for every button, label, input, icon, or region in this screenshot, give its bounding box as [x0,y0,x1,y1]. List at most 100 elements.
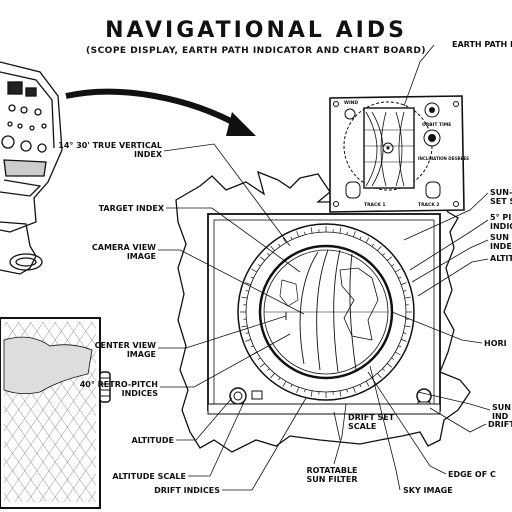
label-line: DRIFT [488,420,512,429]
bezel-tick [371,243,374,247]
bezel-tick [346,389,348,393]
label-sun-index: SUN IINDE [490,233,512,251]
bezel-tick [304,231,306,235]
bezel-tick [353,387,356,393]
label-line: DRIFT INDICES [154,486,220,495]
bezel-tick [403,290,407,292]
bezel-tick [404,325,411,328]
label-altitude-right: ALTIT [490,254,512,263]
label-line: ROTATABLE [306,466,357,475]
label-line: IMAGE [127,252,156,261]
bezel-tick [395,351,401,356]
bezel-tick [346,231,348,235]
bezel-tick [296,387,299,393]
chart-board [0,317,111,509]
bezel-tick [250,345,254,348]
bezel-tick [359,384,362,388]
label-line: SKY IMAGE [403,486,453,495]
bezel-tick [365,237,370,243]
bezel-tick [245,332,249,334]
track2-label: TRACK 2 [418,202,440,208]
label-pitch-indicator: 5° PIINDIC [490,213,512,231]
bezel-tick [241,296,248,299]
bezel-tick [377,373,382,379]
label-edge-of: EDGE OF C [448,470,496,479]
bezel-tick [353,231,356,237]
bezel-tick [296,231,299,237]
bezel-tick [270,245,275,251]
bezel-tick [267,253,270,256]
label-line: EARTH PATH IN [452,40,512,49]
bezel-tick [382,253,385,256]
bezel-tick [401,339,407,342]
label-line: INDIC [490,222,512,231]
label-line: SUN FILTER [306,475,357,484]
label-line: INDEX [134,150,163,159]
bezel-tick [403,332,407,334]
bezel-tick [339,390,342,397]
label-sky-image: SKY IMAGE [403,486,453,495]
bezel-tick [259,256,265,261]
label-line: HORI [484,339,507,348]
inclination-label: INCLINATION DEGREES [418,156,469,161]
scope-display [207,213,441,415]
bezel-tick [251,268,257,273]
bezel-tick [398,276,402,279]
diagram-subtitle: (SCOPE DISPLAY, EARTH PATH INDICATOR AND… [85,46,426,56]
label-line: CAMERA VIEW [92,243,156,252]
drift-knob [416,388,432,404]
bezel-tick [310,390,313,397]
label-line: ALTITUDE SCALE [112,472,186,481]
bezel-tick [257,264,261,267]
bezel-tick [398,345,402,348]
label-drift: DRIFT [488,420,512,429]
bezel-tick [245,339,251,342]
bezel-tick [241,325,248,328]
bezel-tick [245,282,251,285]
bezel-tick [304,389,306,393]
bezel-tick [245,290,249,292]
label-horizon: HORI [484,339,507,348]
label-line: IND [492,412,509,421]
bezel-tick [290,236,293,240]
label-line: SET S [490,197,512,206]
bezel-tick [365,381,370,387]
label-line: INDICES [122,389,159,398]
label-line: DRIFT SET [348,413,395,422]
label-line: ALTIT [490,254,512,263]
capsule-console-drawing [0,61,63,275]
label-line: INDE [490,242,512,251]
wind-label: WIND [344,100,358,106]
bezel-tick [257,357,261,360]
bezel-tick [339,227,342,234]
bezel-tick [310,227,313,234]
right-labels: EARTH PATH INSUN-SET S5° PIINDICSUN IIND… [448,40,512,479]
label-line: CENTER VIEW [95,341,157,350]
bezel-tick [270,373,275,379]
label-line: IMAGE [127,350,156,359]
bezel-tick [259,363,265,368]
label-line: SUN [492,403,511,412]
bezel-tick [282,381,287,387]
bezel-tick [404,296,411,299]
label-line: SUN- [490,188,512,197]
bezel-tick [387,363,393,368]
label-line: ALTITUDE [132,436,174,445]
label-line: 5° PI [490,213,511,222]
label-line: SCALE [348,422,376,431]
pointer-arrow [65,88,242,129]
bezel-ticks [240,226,412,398]
earth-path-indicator-panel: WIND ORBIT TIME INCLINATION DEGREES TRAC… [329,95,469,213]
label-sun-set: SUN-SET S [490,188,512,206]
bezel-tick [377,245,382,251]
bezel-tick [395,268,401,273]
label-target-index: TARGET INDEX [99,204,165,213]
label-line: TARGET INDEX [99,204,165,213]
label-line: SUN I [490,233,512,242]
